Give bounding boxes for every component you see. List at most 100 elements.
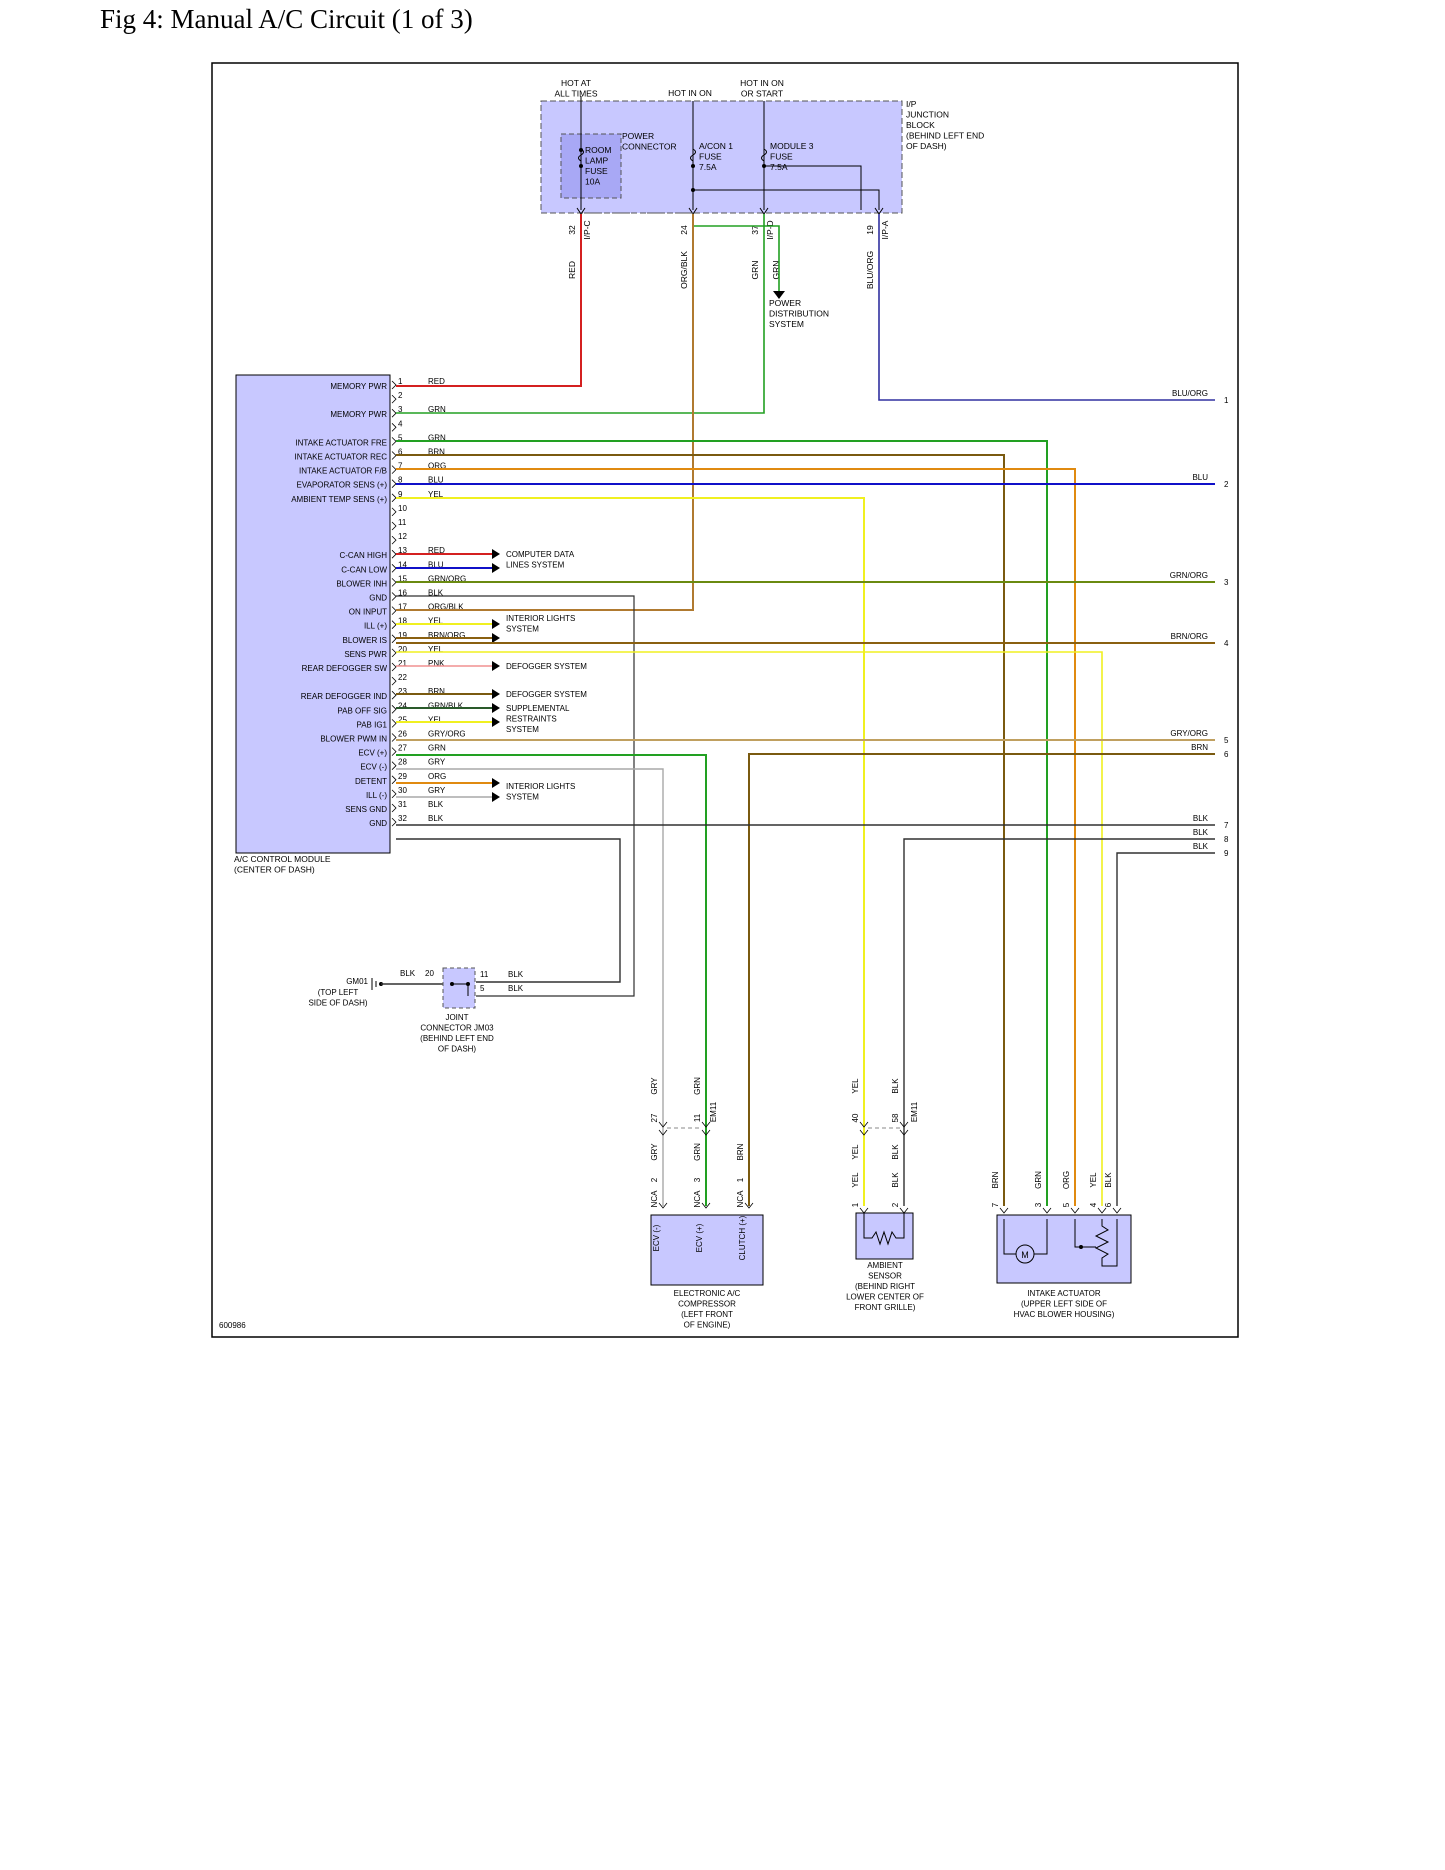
module-pin-number: 21 bbox=[398, 659, 407, 668]
junction-block-label: BLOCK bbox=[906, 120, 935, 130]
reference-arrow bbox=[492, 633, 500, 643]
ambient-sensor-label: SENSOR bbox=[868, 1272, 902, 1281]
junction-block-label: (BEHIND LEFT END bbox=[906, 131, 984, 141]
junction-pin-number: 24 bbox=[679, 225, 689, 235]
compressor-pin-number: 1 bbox=[736, 1177, 745, 1182]
ground-location-label: (TOP LEFT bbox=[318, 988, 359, 997]
module-wire-label: GRN/ORG bbox=[428, 574, 466, 583]
supply-label-hot-at-all-times: ALL TIMES bbox=[555, 89, 598, 99]
joint-pin-number: 11 bbox=[480, 970, 489, 979]
ambient-wire-label: BLK bbox=[891, 1172, 900, 1188]
intake-actuator-box bbox=[996, 1214, 1132, 1284]
joint-node bbox=[450, 982, 454, 986]
connector-pin-symbol bbox=[391, 408, 397, 418]
joint-connector-box bbox=[442, 967, 476, 1009]
power-distribution-label: DISTRIBUTION bbox=[769, 309, 829, 319]
ground-location-label: SIDE OF DASH) bbox=[308, 999, 367, 1008]
module-pin-number: 27 bbox=[398, 744, 407, 753]
offpage-wire-label: BLK bbox=[1193, 828, 1209, 837]
srs-reference-label: RESTRAINTS bbox=[506, 715, 557, 724]
reference-arrow bbox=[492, 563, 500, 573]
module-pin-name: PAB OFF SIG bbox=[337, 706, 387, 715]
wire-yel-sens-pwr bbox=[396, 651, 1103, 1206]
junction-node bbox=[691, 164, 695, 168]
connector-pin-symbol bbox=[391, 775, 397, 785]
module-pin-name: AMBIENT TEMP SENS (+) bbox=[291, 495, 387, 504]
em11-pin-number: 27 bbox=[650, 1113, 659, 1122]
actuator-pin-number: 7 bbox=[991, 1202, 1000, 1207]
module-pin-name: ILL (+) bbox=[364, 622, 387, 631]
room-lamp-fuse-label: FUSE bbox=[585, 166, 608, 176]
module-pin-name: MEMORY PWR bbox=[330, 382, 387, 391]
module-pin-number: 12 bbox=[398, 532, 407, 541]
module-wire-label: BLU bbox=[428, 476, 444, 485]
connector-pin-symbol bbox=[701, 1121, 711, 1136]
module-pin-number: 5 bbox=[398, 433, 403, 442]
joint-connector-label: JOINT bbox=[445, 1013, 468, 1022]
connector-pin-symbol bbox=[859, 1207, 869, 1214]
supply-label-hot-in-on-or-start: OR START bbox=[741, 89, 783, 99]
junction-connector-label: I/P-A bbox=[880, 220, 890, 239]
interior-lights-reference-label: SYSTEM bbox=[506, 625, 539, 634]
module-wire-label: BLK bbox=[428, 814, 444, 823]
intake-actuator-label: (UPPER LEFT SIDE OF bbox=[1021, 1300, 1107, 1309]
srs-reference-label: SUPPLEMENTAL bbox=[506, 704, 570, 713]
module-wire-label: YEL bbox=[428, 645, 444, 654]
actuator-internal-wire bbox=[1074, 1219, 1096, 1248]
offpage-connector-number: 2 bbox=[1224, 480, 1229, 489]
computer-data-reference-label: LINES SYSTEM bbox=[506, 561, 565, 570]
motor-symbol bbox=[1015, 1244, 1035, 1264]
module-pin-number: 28 bbox=[398, 758, 407, 767]
connector-pin-symbol bbox=[391, 634, 397, 644]
module-pin-number: 2 bbox=[398, 391, 403, 400]
joint-connector-label: CONNECTOR JM03 bbox=[420, 1024, 494, 1033]
wire-grn-power-distribution bbox=[692, 214, 780, 292]
compressor-pin-name: ECV (+) bbox=[695, 1223, 704, 1252]
module-pin-number: 1 bbox=[398, 377, 403, 386]
offpage-connector-number: 5 bbox=[1224, 736, 1229, 745]
em11-wire-label-upper: YEL bbox=[851, 1078, 860, 1094]
junction-pin-number: 32 bbox=[567, 225, 577, 235]
interior-lights-reference-label: SYSTEM bbox=[506, 793, 539, 802]
wire-blk-gnd-32 bbox=[396, 838, 621, 983]
wire-gry-ecv-minus bbox=[396, 768, 664, 1206]
module-pin-number: 19 bbox=[398, 631, 407, 640]
reference-arrow bbox=[492, 689, 500, 699]
offpage-connector-number: 9 bbox=[1224, 849, 1229, 858]
connector-pin-symbol bbox=[859, 1121, 869, 1136]
acon1-fuse-label: FUSE bbox=[699, 152, 722, 162]
module-wire-label: BLU bbox=[428, 560, 444, 569]
compressor-wire-label: BRN bbox=[736, 1143, 745, 1160]
power-distribution-label: SYSTEM bbox=[769, 319, 804, 329]
connector-pin-symbol bbox=[658, 1121, 668, 1136]
junction-internal-wire bbox=[693, 189, 880, 210]
em11-wire-label-lower: YEL bbox=[851, 1144, 860, 1160]
fuse-symbol bbox=[761, 148, 767, 162]
em11-wire-label-lower: GRN bbox=[693, 1143, 702, 1161]
actuator-internal-wire bbox=[1034, 1219, 1048, 1255]
ac-control-module-label: (CENTER OF DASH) bbox=[234, 865, 315, 875]
connector-pin-symbol bbox=[391, 606, 397, 615]
compressor-pin-name: CLUTCH (+) bbox=[738, 1215, 747, 1260]
module-pin-number: 16 bbox=[398, 589, 407, 598]
em11-wire-label-lower: GRY bbox=[650, 1143, 659, 1161]
connector-pin-symbol bbox=[391, 535, 397, 545]
actuator-pin-number: 6 bbox=[1104, 1202, 1113, 1207]
ground-wire-label: BLK bbox=[400, 969, 416, 978]
fuse-symbol bbox=[578, 148, 584, 162]
module-pin-number: 25 bbox=[398, 715, 407, 724]
ambient-sensor-label: (BEHIND RIGHT bbox=[855, 1282, 915, 1291]
connector-pin-symbol bbox=[999, 1207, 1009, 1214]
module-wire-label: ORG bbox=[428, 772, 446, 781]
connector-pin-symbol bbox=[391, 676, 397, 686]
module-pin-number: 3 bbox=[398, 405, 403, 414]
room-lamp-fuse-label: LAMP bbox=[585, 156, 608, 166]
defogger-reference-label: DEFOGGER SYSTEM bbox=[506, 662, 587, 671]
module-pin-name: REAR DEFOGGER IND bbox=[301, 692, 387, 701]
offpage-wire-label: GRN/ORG bbox=[1170, 571, 1208, 580]
connector-pin-symbol bbox=[391, 451, 397, 460]
module-pin-name: GND bbox=[369, 594, 387, 603]
module-wire-label: YEL bbox=[428, 617, 444, 626]
module-pin-name: BLOWER PWM IN bbox=[320, 735, 387, 744]
